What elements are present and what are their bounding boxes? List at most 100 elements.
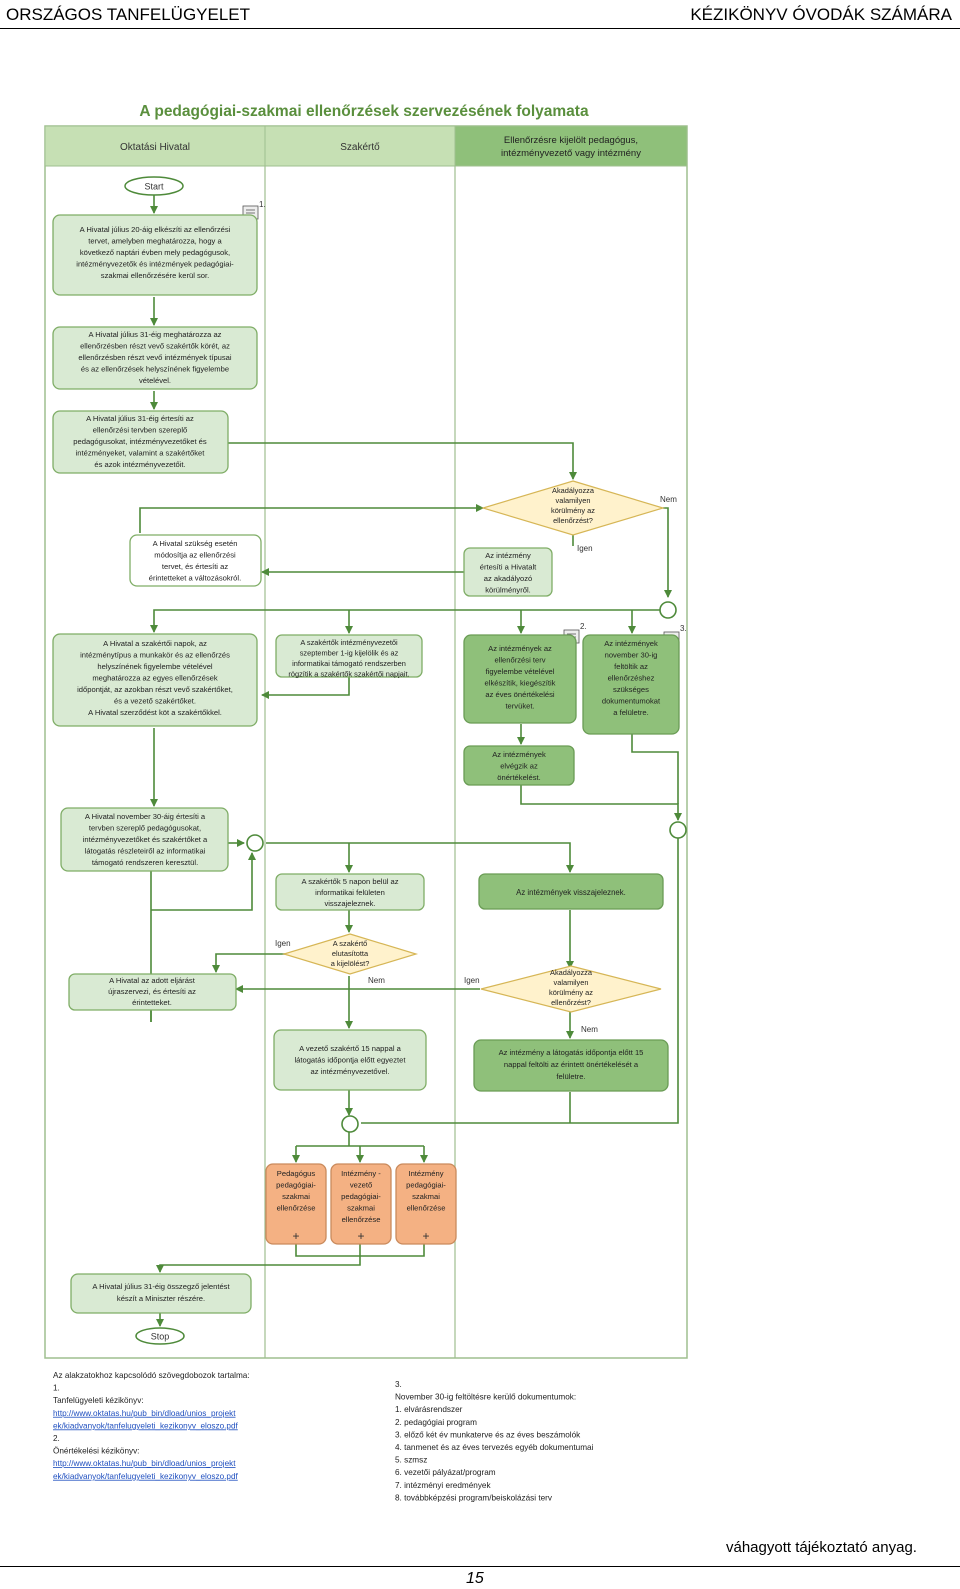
text-line: körülmény az [551,506,595,515]
text-line: és azok intézményvezetőit. [94,460,185,469]
step-intezmenyek-feltoltes: Az intézmények november 30-ig feltöltik az… [582,634,680,735]
note-link[interactable]: http://www.oktatas.hu/pub_bin/dload/unio… [53,1459,236,1468]
notes-right: 3. November 30-ig feltöltésre kerülő doku… [395,1380,594,1502]
step-hivatal-szakertoi-napok: A Hivatal a szakértői napok, az intézmény… [52,633,258,727]
svg-text:+: + [422,1229,429,1243]
text-line: vételével. [139,376,171,385]
note-mark-2: 2. [580,622,587,631]
text-line: A Hivatal a szakértői napok, az [103,639,207,648]
svg-text:+: + [357,1229,364,1243]
text-line: ellenőrzési terv [494,656,545,665]
stop-node [135,1327,185,1345]
text-line: rögzítik a szakértők szakértői napjait. [288,670,409,679]
text-line: 2. pedagógiai program [395,1418,477,1427]
text-line: Intézmény - [341,1169,381,1178]
note-link[interactable]: ek/kiadvanyok/tanfelugyeleti_kezikonyv_e… [53,1472,239,1481]
text-line: elvégzik az [500,762,538,771]
text-line: értesíti a Hivatalt [480,563,537,572]
text-line: helyszínének figyelembe vételével [97,662,213,671]
text-line: tervben szereplő pedagógusokat, [89,824,201,833]
text-line: intézményvezetők és intézmények pedagógi… [76,260,234,269]
text-line: November 30-ig feltöltésre kerülő dokume… [395,1393,576,1402]
text-line: ellenőrzést? [551,998,591,1007]
text-line: november 30-ig [605,651,658,660]
text-line: tervet, és értesíti az [162,562,228,571]
text-line: szükséges [613,685,649,694]
text-line: és az ellenőrzések helyszínének figyelem… [81,365,229,374]
step-hivatal-november-ertesit: A Hivatal november 30-áig értesíti aterv… [60,807,229,872]
text-line: 6. vezetői pályázat/program [395,1468,496,1477]
text-line: nappal feltölti az érintett önértékelésé… [504,1060,639,1069]
text-line: feltöltik az [614,662,648,671]
text-line: A szakértő [333,939,368,948]
text-line: intézménytípus a munkakör és az ellenőrz… [80,651,230,660]
text-line: Az intézmény a látogatás időpontja előtt… [499,1048,644,1057]
text-line: az intézményvezetővel. [311,1067,390,1076]
text-line: pedagógiai- [406,1181,446,1190]
text-line: Oktatási Hivatal [120,142,190,153]
lane-label-hivatal: Oktatási Hivatal [120,142,190,153]
text-line: 2. [53,1434,60,1443]
text-line: Az intézmények [604,639,658,648]
text-line: A Hivatal szerződést köt a szakértőkkel. [88,708,222,717]
note-link[interactable]: ek/kiadvanyok/tanfelugyeleti_kezikonyv_e… [53,1421,239,1430]
step-szakertok-visszajeleznek: A szakértők 5 napon belül azinformatikai… [275,873,425,911]
svg-text:+: + [292,1229,299,1243]
header-left: ORSZÁGOS TANFELÜGYELET [6,5,251,24]
step-intezmeny-feltolti-onertekelest: Az intézmény a látogatás időpontja előtt… [473,1039,669,1092]
text-line: Az alakzatokhoz kapcsolódó szövegdobozok… [53,1371,250,1380]
text-line: következő naptári évben mely pedagógusok… [80,248,230,257]
step-intezmenyvezeto-ellenorzes: Intézmény -vezetőpedagógiai-szakmaiellen… [330,1163,392,1245]
text-line: 7. intézményi eredmények [395,1481,491,1490]
lane-header-intezmeny [454,125,688,167]
text-line: ellenőrzéshez [608,674,655,683]
footer-note: váhagyott tájékoztató anyag. [726,1539,917,1556]
text-line: körülményről. [485,586,531,595]
merge-gateway-3 [669,821,687,839]
footer-divider [0,1566,960,1567]
text-line: ellenőrzése [342,1215,381,1224]
note-link[interactable]: http://www.oktatas.hu/pub_bin/dload/unio… [53,1409,236,1418]
text-line: Az intézmény [485,551,531,560]
text-line: Szakértő [340,142,380,153]
text-line: intézményeket, valamint a szakértőket [76,449,206,458]
text-line: szeptember 1-ig kijelölik és az [300,649,399,658]
lane-label-szakerto: Szakértő [340,142,380,153]
label-igen-2: Igen [275,939,291,948]
text-line: 3. előző két év munkaterve és az éves be… [395,1430,581,1439]
text-line: körülmény az [549,988,593,997]
text-line: elkészítik, kiegészítik [485,679,556,688]
text-line: érintetteket a változásokról. [149,574,241,583]
text-line: 3. [395,1380,402,1389]
stop-label: Stop [151,1332,170,1342]
label-nem-1: Nem [660,495,677,504]
note-mark-3: 3. [680,624,687,633]
text-line: és a vezető szakértőket. [114,697,196,706]
text-line: 1. elvárásrendszer [395,1405,463,1414]
text-line: Pedagógus [277,1169,316,1178]
text-line: 1. [53,1384,60,1393]
text-line: időpontját, az azokban részt vevő szakér… [77,685,233,694]
text-line: az éves önértékelési [485,690,555,699]
text-line: A Hivatal az adott eljárást [109,976,196,985]
text-line: szakmai ellenőrzésére kerül sor. [101,271,209,280]
start-label: Start [144,182,164,192]
text-line: pedagógiai- [341,1192,381,1201]
text-line: informatikai támogató rendszerben [292,659,406,668]
text-line: Az intézmények az [488,644,552,653]
step-intezmenyek-visszajeleznek: Az intézmények visszajeleznek. [478,873,664,910]
notes-left: Az alakzatokhoz kapcsolódó szövegdobozok… [53,1371,250,1481]
label-igen-1: Igen [577,544,593,553]
text-line: önértékelést. [497,773,540,782]
text-line: támogató rendszeren keresztül. [92,858,198,867]
text-line: dokumentumokat [602,697,661,706]
label-nem-2: Nem [368,976,385,985]
